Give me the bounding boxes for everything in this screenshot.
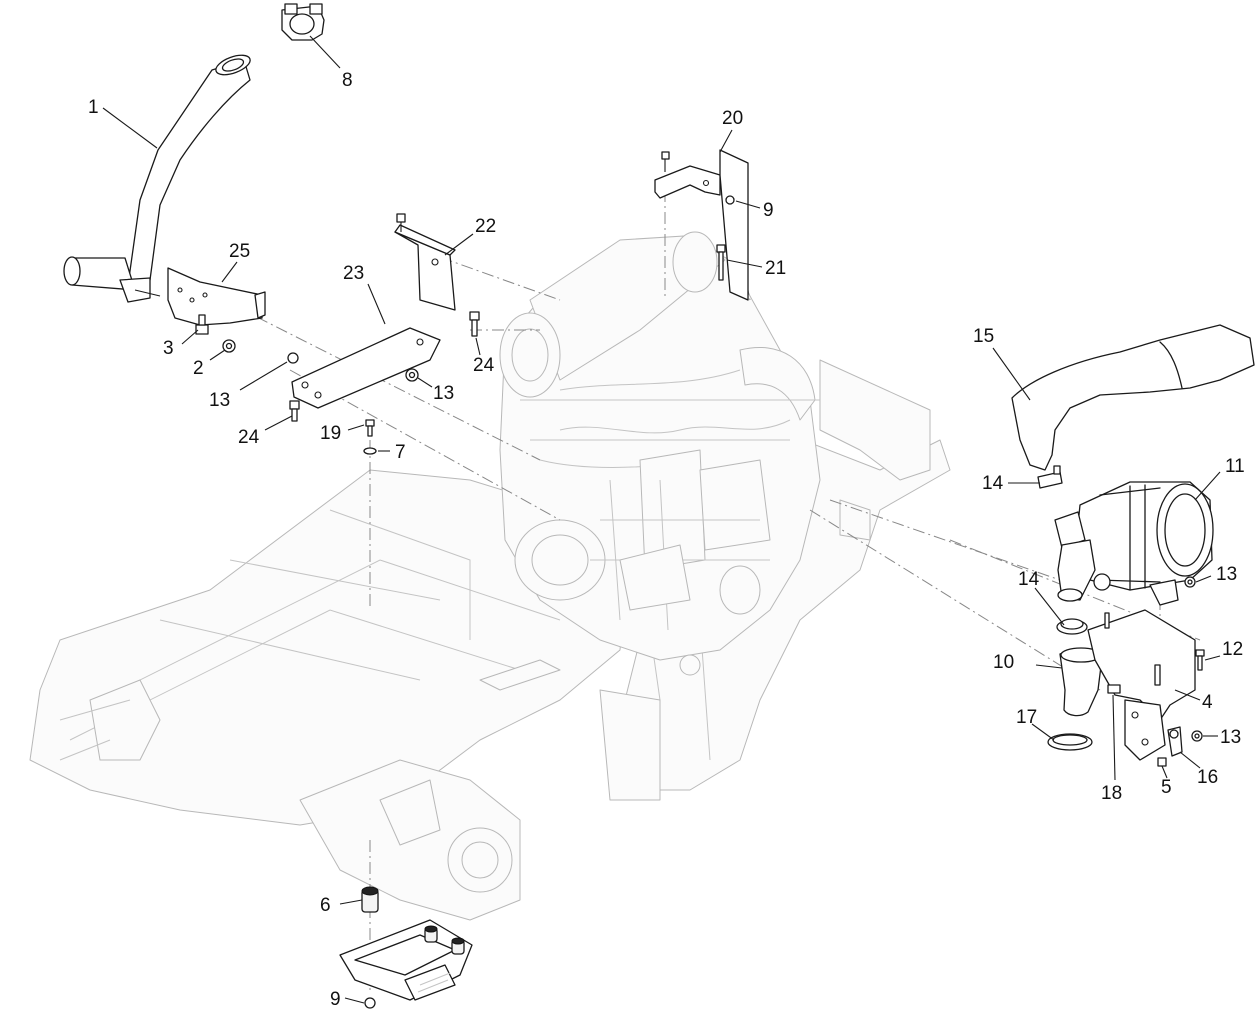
callout-10: 10 xyxy=(993,652,1014,673)
mount-part-6 xyxy=(361,886,379,913)
callout-20: 20 xyxy=(722,108,743,129)
engine-block xyxy=(499,231,821,676)
callout-24-right: 24 xyxy=(473,355,495,376)
bracket-part-25 xyxy=(167,267,266,326)
callout-13-mid: 13 xyxy=(433,383,454,404)
callout-19: 19 xyxy=(320,423,341,444)
clamp-part-8 xyxy=(281,3,325,41)
callout-25: 25 xyxy=(229,241,250,262)
callout-22: 22 xyxy=(475,216,496,237)
bolt-part-5 xyxy=(1157,757,1167,767)
nut-part-13-left xyxy=(287,352,299,364)
callout-5: 5 xyxy=(1161,777,1172,798)
callout-13-cleaner: 13 xyxy=(1216,564,1237,585)
callout-16: 16 xyxy=(1197,767,1218,788)
callout-4: 4 xyxy=(1202,692,1213,713)
nut-part-13-bottom xyxy=(1191,730,1203,742)
nut-part-13-mid xyxy=(405,368,419,382)
callout-1: 1 xyxy=(88,97,99,118)
bolt-part-12 xyxy=(1195,649,1205,671)
callout-13-bottom: 13 xyxy=(1220,727,1241,748)
callout-23: 23 xyxy=(343,263,364,284)
callout-15: 15 xyxy=(973,326,994,347)
bolt-part-9-bottom xyxy=(364,997,376,1009)
callout-2: 2 xyxy=(193,358,204,379)
washer-part-7 xyxy=(363,447,377,455)
clamp-part-17 xyxy=(1047,733,1093,751)
bracket-part-16 xyxy=(1167,726,1183,757)
ecu-module xyxy=(339,919,473,1001)
callout-13-left: 13 xyxy=(209,390,230,411)
callout-9-bottom: 9 xyxy=(330,989,341,1010)
nut-part-13-cleaner xyxy=(1184,576,1196,588)
callout-18: 18 xyxy=(1101,783,1122,804)
callout-12: 12 xyxy=(1222,639,1243,660)
bolt-part-21 xyxy=(716,244,726,281)
bolt-part-3 xyxy=(195,314,209,335)
callout-14-upper: 14 xyxy=(982,473,1004,494)
nut-part-9-top xyxy=(725,195,735,205)
callout-17: 17 xyxy=(1016,707,1037,728)
bolt-part-18 xyxy=(1107,684,1121,694)
callout-labels: 1 8 25 3 2 23 22 13 13 24 24 19 7 20 9 2… xyxy=(88,70,1245,1010)
plate-part-23 xyxy=(291,327,441,409)
intake-pipe-part-1 xyxy=(63,54,251,303)
hose-part-10 xyxy=(1059,647,1103,717)
clamp-part-14-lower xyxy=(1056,618,1088,635)
intake-hose-part-15 xyxy=(1011,324,1255,471)
bracket-part-22 xyxy=(394,213,456,311)
bolt-part-24-right xyxy=(469,311,480,337)
air-cleaner-part-11 xyxy=(1054,481,1214,606)
callout-11: 11 xyxy=(1225,456,1245,477)
nut-part-2 xyxy=(222,339,236,353)
callout-14-lower: 14 xyxy=(1018,569,1040,590)
callout-7: 7 xyxy=(395,442,406,463)
callout-9-top: 9 xyxy=(763,200,774,221)
callout-6: 6 xyxy=(320,895,331,916)
callout-21: 21 xyxy=(765,258,786,279)
callout-3: 3 xyxy=(163,338,174,359)
clamp-part-14-upper xyxy=(1037,465,1063,489)
bolt-part-24-left xyxy=(289,400,300,422)
callout-24-left: 24 xyxy=(238,427,260,448)
callout-8: 8 xyxy=(342,70,353,91)
leader-lines xyxy=(102,35,1221,1004)
bolt-part-19 xyxy=(365,419,375,437)
